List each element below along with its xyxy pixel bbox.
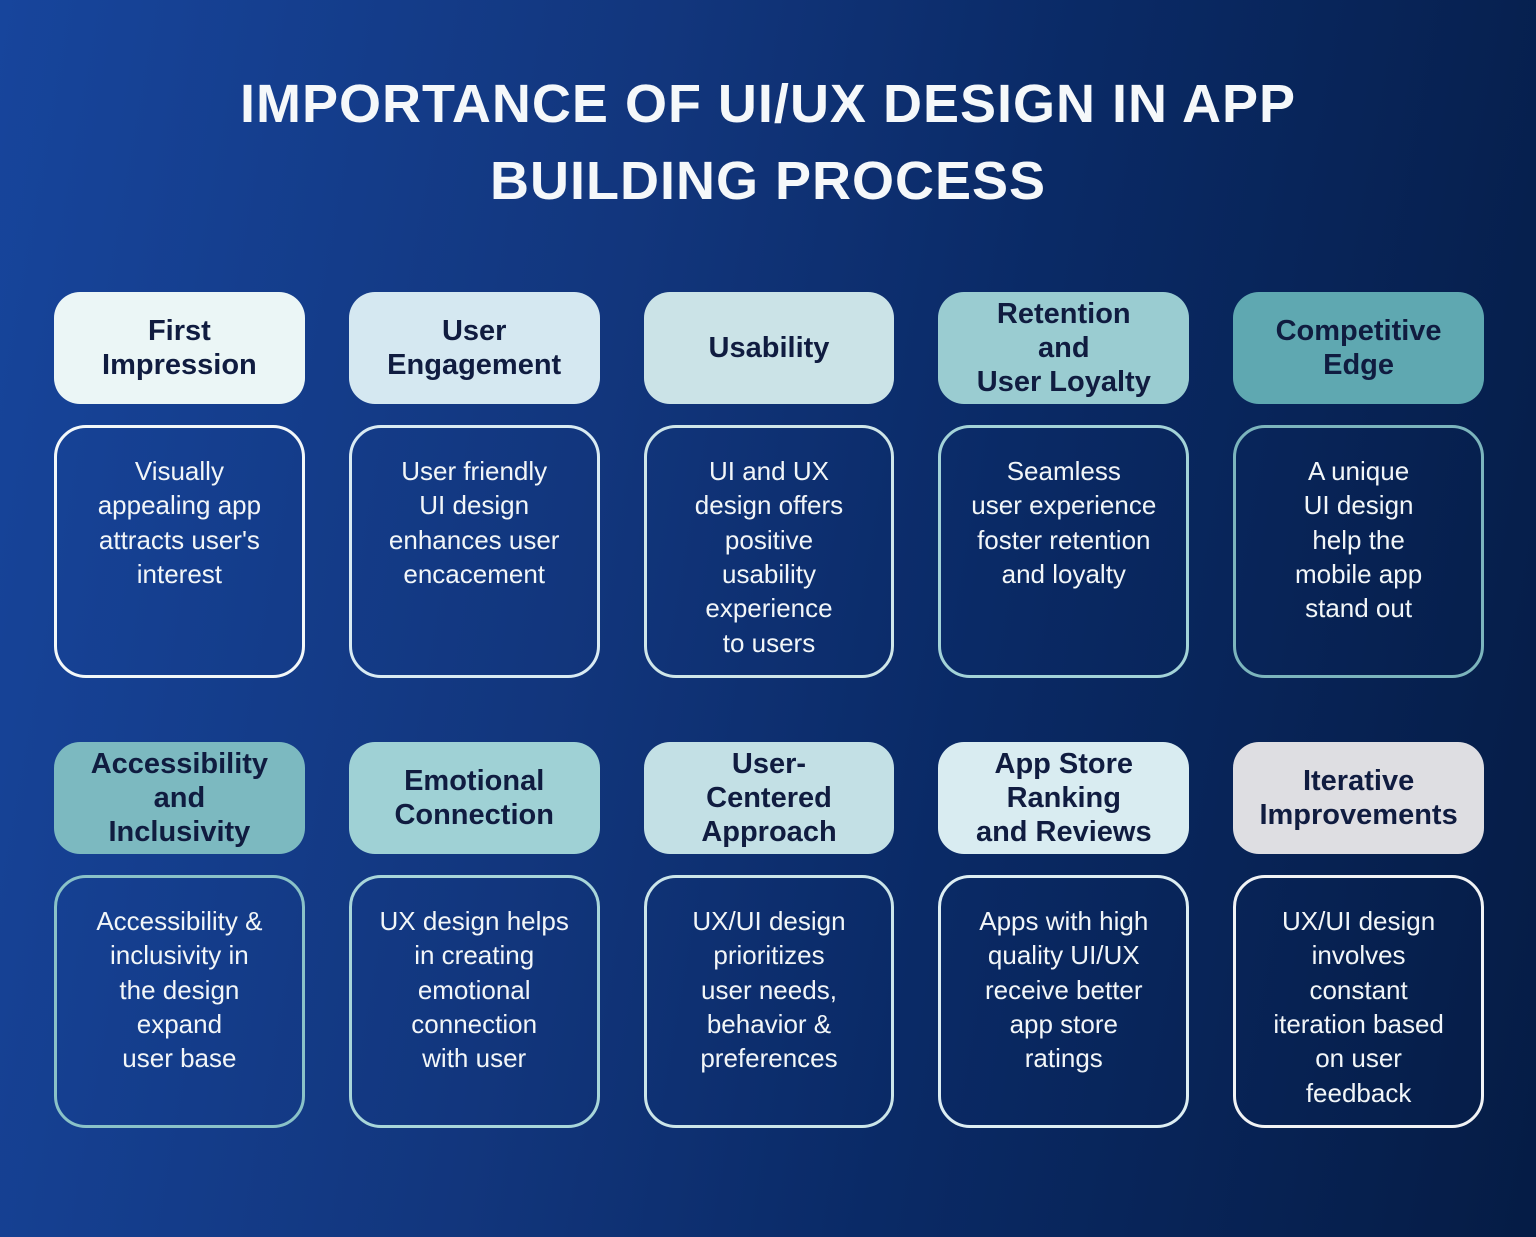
card-header-pill: App Store Ranking and Reviews	[938, 742, 1190, 854]
card-accessibility-inclusivity: Accessibility and Inclusivity Accessibil…	[54, 742, 305, 1128]
card-body-box: A unique UI design help the mobile app s…	[1233, 425, 1484, 678]
cards-row-bottom: Accessibility and Inclusivity Accessibil…	[54, 742, 1484, 1128]
card-body-text: User friendly UI design enhances user en…	[388, 456, 560, 589]
card-header-pill: Retention and User Loyalty	[938, 292, 1190, 404]
card-retention-user-loyalty: Retention and User Loyalty Seamless user…	[938, 292, 1190, 678]
card-header-label: Usability	[708, 331, 830, 364]
card-body-box: UX/UI design involves constant iteration…	[1233, 875, 1484, 1128]
card-body-text: Accessibility & inclusivity in the desig…	[96, 906, 263, 1074]
card-emotional-connection: Emotional Connection UX design helps in …	[348, 742, 600, 1128]
card-body-text: UI and UX design offers positive usabili…	[694, 456, 844, 658]
card-iterative-improvements: Iterative Improvements UX/UI design invo…	[1233, 742, 1484, 1128]
card-body-box: User friendly UI design enhances user en…	[348, 425, 600, 678]
card-header-pill: First Impression	[54, 292, 305, 404]
card-header-label: Iterative Improvements	[1259, 764, 1458, 831]
card-header-pill: Competitive Edge	[1233, 292, 1484, 404]
card-header-label: User Engagement	[387, 314, 562, 381]
card-body-text: Visually appealing app attracts user's i…	[97, 456, 262, 589]
card-header-label: User- Centered Approach	[701, 747, 837, 849]
card-body-text: Apps with high quality UI/UX receive bet…	[979, 906, 1149, 1074]
card-body-box: UX/UI design prioritizes user needs, beh…	[643, 875, 895, 1128]
card-first-impression: First Impression Visually appealing app …	[54, 292, 305, 678]
card-competitive-edge: Competitive Edge A unique UI design help…	[1233, 292, 1484, 678]
card-body-text: UX/UI design prioritizes user needs, beh…	[692, 906, 846, 1074]
card-body-box: Seamless user experience foster retentio…	[938, 425, 1190, 678]
page-title: IMPORTANCE OF UI/UX DESIGN IN APP BUILDI…	[239, 74, 1297, 211]
card-header-label: Accessibility and Inclusivity	[90, 747, 269, 849]
card-body-box: UI and UX design offers positive usabili…	[643, 425, 895, 678]
card-header-label: Competitive Edge	[1275, 314, 1442, 381]
card-header-pill: Iterative Improvements	[1233, 742, 1484, 854]
card-header-pill: User- Centered Approach	[643, 742, 895, 854]
card-header-pill: Emotional Connection	[348, 742, 600, 854]
card-body-box: UX design helps in creating emotional co…	[348, 875, 600, 1128]
card-body-text: Seamless user experience foster retentio…	[971, 456, 1157, 589]
cards-row-top: First Impression Visually appealing app …	[54, 292, 1484, 678]
card-body-text: UX design helps in creating emotional co…	[379, 906, 569, 1074]
card-user-engagement: User Engagement User friendly UI design …	[348, 292, 600, 678]
card-header-pill: User Engagement	[348, 292, 600, 404]
card-header-pill: Accessibility and Inclusivity	[54, 742, 305, 854]
card-body-box: Visually appealing app attracts user's i…	[54, 425, 305, 678]
card-body-box: Accessibility & inclusivity in the desig…	[54, 875, 305, 1128]
card-header-label: First Impression	[102, 314, 257, 381]
card-body-text: A unique UI design help the mobile app s…	[1294, 456, 1423, 624]
card-user-centered-approach: User- Centered Approach UX/UI design pri…	[643, 742, 895, 1128]
card-header-label: Retention and User Loyalty	[976, 297, 1151, 399]
card-usability: Usability UI and UX design offers positi…	[643, 292, 895, 678]
card-app-store-ranking-reviews: App Store Ranking and Reviews Apps with …	[938, 742, 1190, 1128]
card-body-text: UX/UI design involves constant iteration…	[1273, 906, 1444, 1108]
card-body-box: Apps with high quality UI/UX receive bet…	[938, 875, 1190, 1128]
card-header-label: Emotional Connection	[394, 764, 554, 831]
card-header-label: App Store Ranking and Reviews	[975, 747, 1152, 849]
card-header-pill: Usability	[643, 292, 895, 404]
